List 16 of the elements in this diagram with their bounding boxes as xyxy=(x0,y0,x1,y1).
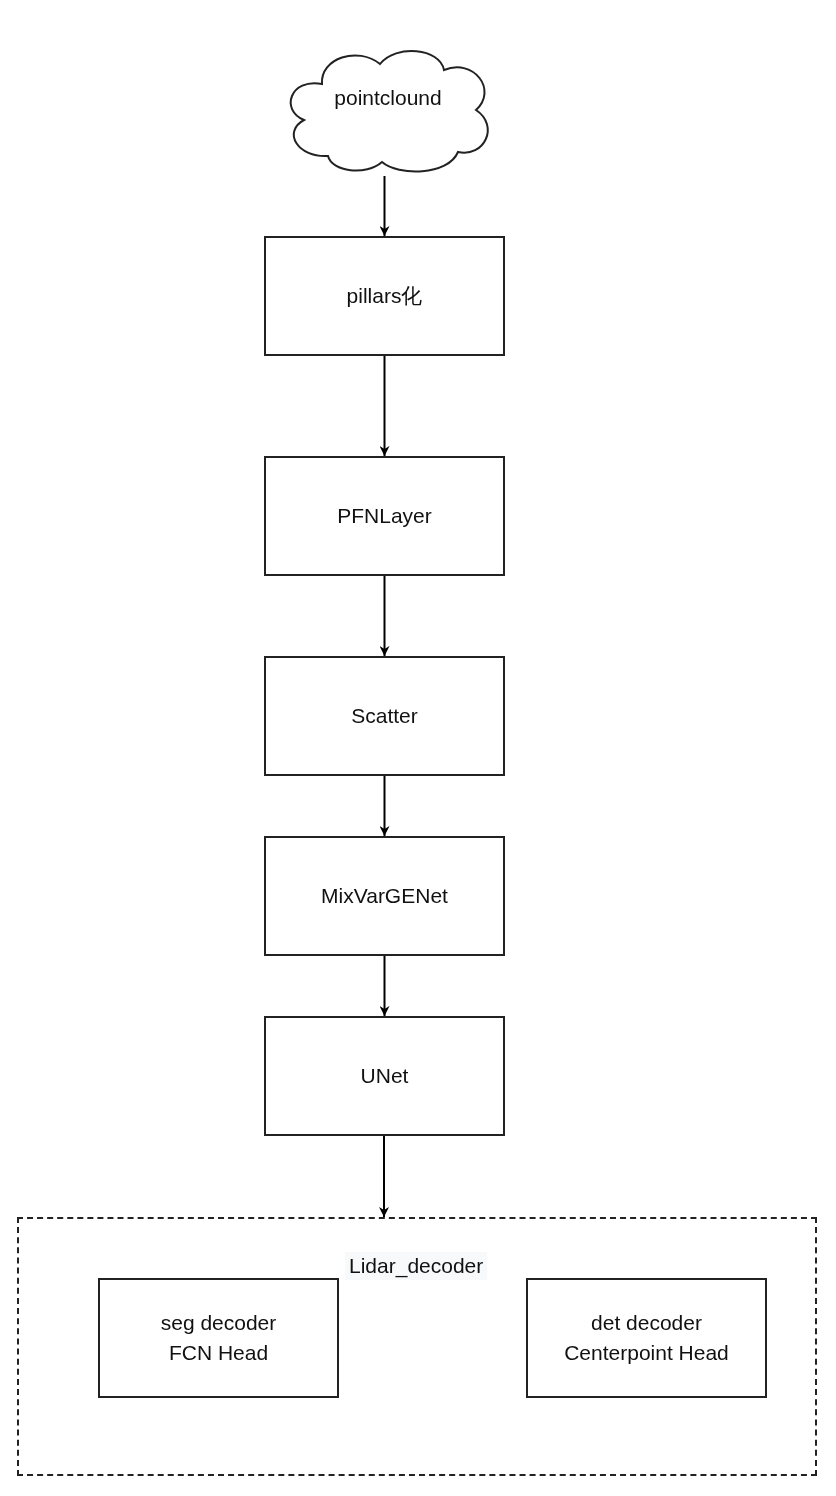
arrow xyxy=(379,1135,389,1218)
arrow xyxy=(379,775,390,837)
node-label: pointclound xyxy=(334,85,442,111)
process-box: MixVarGENet xyxy=(264,836,505,956)
arrow xyxy=(379,355,390,457)
arrow xyxy=(379,175,390,237)
arrow xyxy=(379,575,390,657)
arrow xyxy=(379,955,390,1017)
process-box: seg decoder FCN Head xyxy=(98,1278,339,1398)
process-box: UNet xyxy=(264,1016,505,1136)
process-box: PFNLayer xyxy=(264,456,505,576)
process-box: pillars化 xyxy=(264,236,505,356)
group-frame xyxy=(17,1217,817,1476)
process-box: det decoder Centerpoint Head xyxy=(526,1278,767,1398)
process-box: Scatter xyxy=(264,656,505,776)
group-label: Lidar_decoder xyxy=(345,1252,488,1280)
